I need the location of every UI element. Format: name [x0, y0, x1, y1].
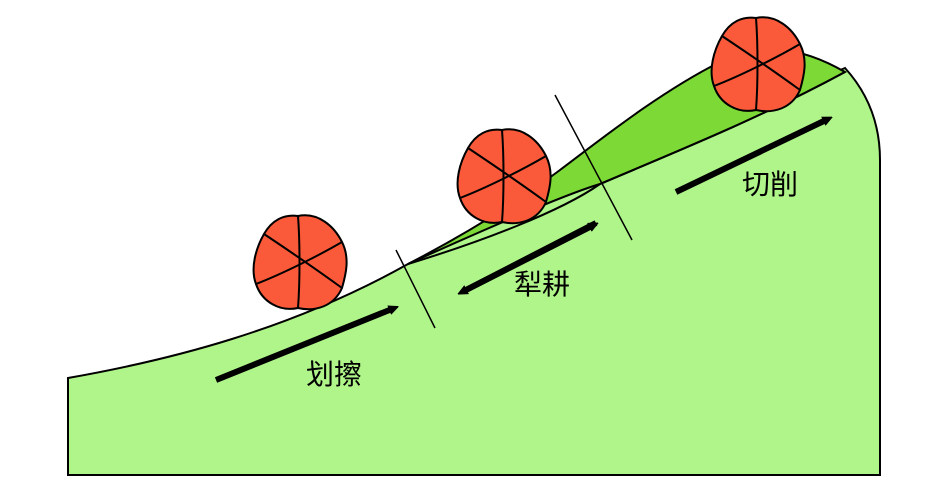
cut-direction-arrow — [674, 120, 826, 195]
abrasive-grain-icon — [456, 128, 552, 225]
abrasive-grain-icon — [252, 214, 348, 311]
divider-scratch-plough — [395, 249, 436, 329]
plough-direction-arrow-reverse — [464, 226, 592, 293]
cut-label: 切削 — [742, 168, 798, 201]
abrasive-grain-icon — [710, 16, 806, 113]
scratch-direction-arrow — [214, 309, 392, 383]
plough-label: 犁耕 — [514, 268, 570, 301]
workpiece-body — [67, 66, 881, 476]
scratch-label: 划擦 — [306, 358, 362, 391]
divider-plough-cut — [554, 94, 633, 241]
